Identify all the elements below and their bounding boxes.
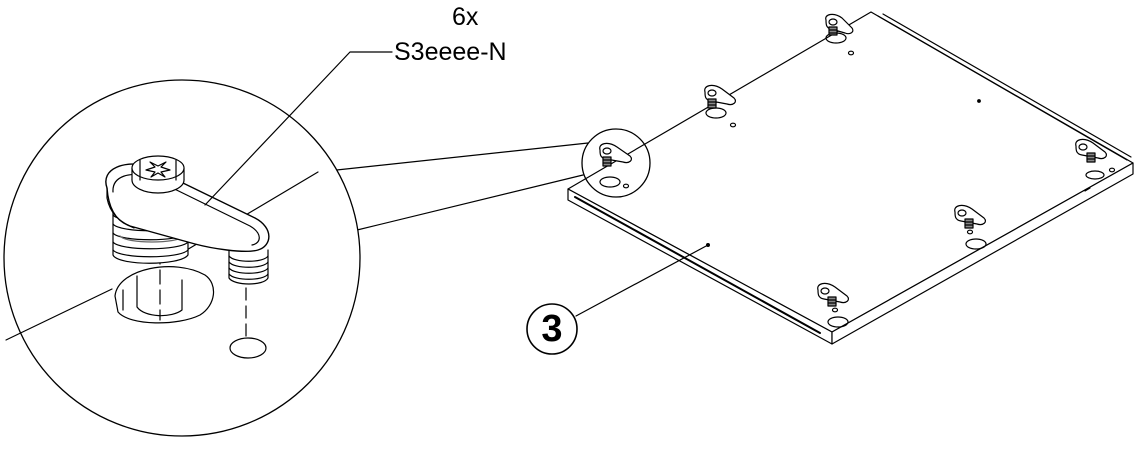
fitting-upper-left [704,84,737,128]
fitting-middle [954,204,987,250]
panel-fittings [599,13,1116,328]
fitting-right [1075,138,1116,180]
part-number-label: 3 [541,308,563,350]
small-dowel [228,249,269,285]
fitting-circled [599,142,633,189]
fitting-top [825,13,855,56]
panel [567,11,1134,345]
part-number-circle [526,303,578,355]
part-code-label: S3eeee-N [394,38,507,66]
quantity-label: 6x [452,3,479,31]
detail-source-circle [581,128,651,198]
detail-magnified [3,79,361,437]
part-number-leader [575,244,709,317]
callout-leader [204,51,393,206]
connector-cap [105,155,270,253]
panel-top-face [567,11,1134,333]
fitting-bottom [817,282,850,328]
panel-side-edge [831,162,1134,345]
